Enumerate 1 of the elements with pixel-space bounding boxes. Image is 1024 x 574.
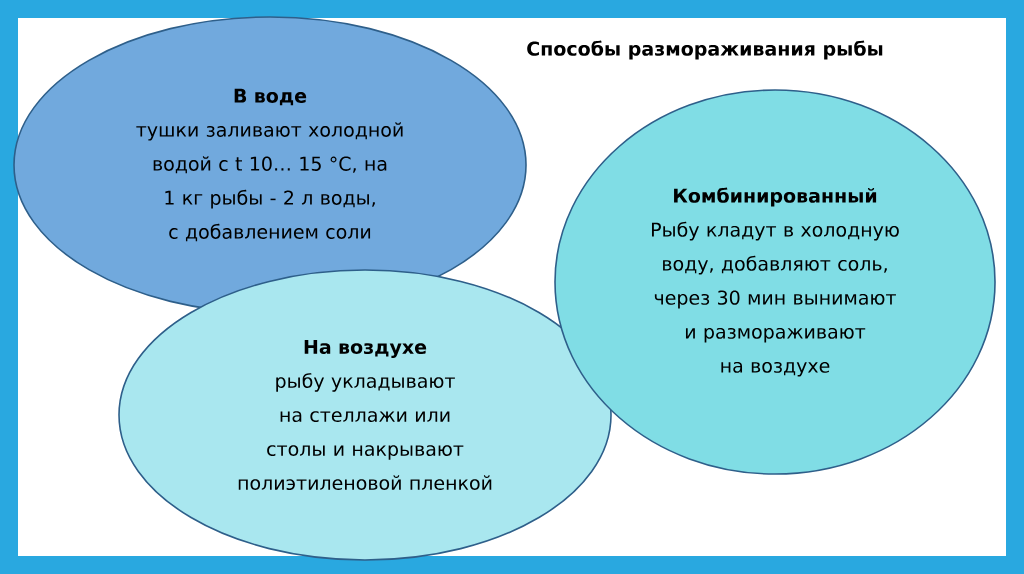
title: Способы размораживания рыбы — [527, 40, 883, 60]
